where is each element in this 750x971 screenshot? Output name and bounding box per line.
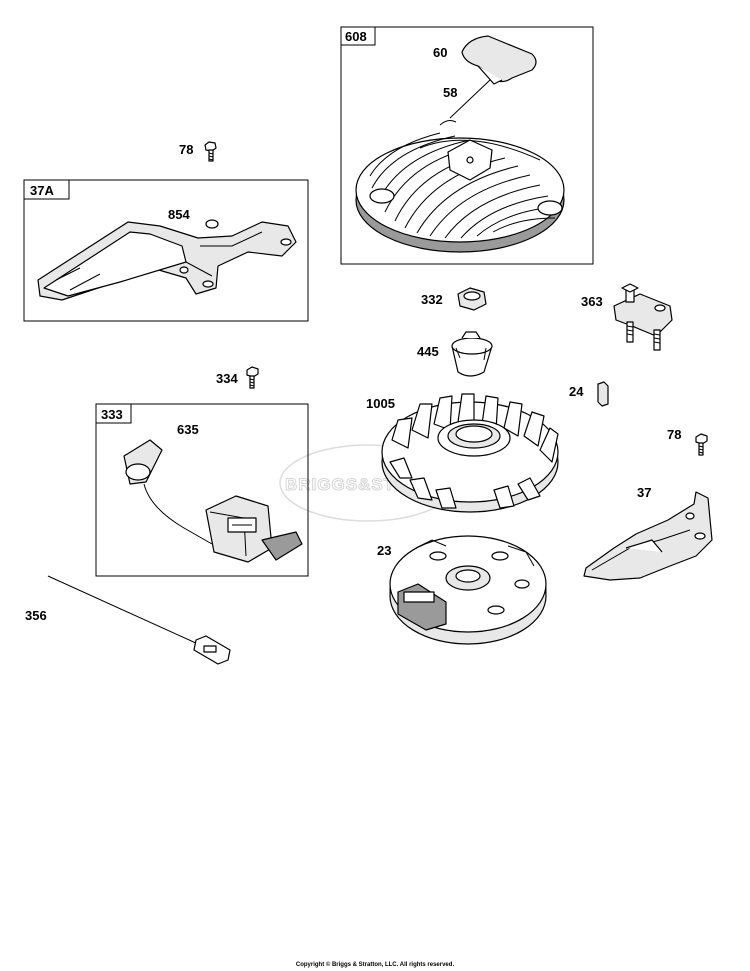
callout-334: 334 — [216, 371, 238, 386]
box-333-tag: 333 — [101, 407, 123, 422]
air-guide-part[interactable] — [37, 219, 297, 301]
callout-445: 445 — [417, 344, 439, 359]
callout-1005: 1005 — [366, 396, 395, 411]
screw-334-part[interactable] — [246, 366, 259, 389]
box-37a-tag: 37A — [30, 183, 54, 198]
armature-part[interactable] — [123, 439, 303, 563]
callout-854: 854 — [168, 207, 190, 222]
callout-60: 60 — [433, 45, 447, 60]
screw-78-right-part[interactable] — [695, 433, 708, 456]
callout-78-right: 78 — [667, 427, 681, 442]
box-333[interactable]: 333 — [95, 403, 309, 577]
box-608[interactable]: 608 — [340, 26, 594, 265]
air-guide-37-part[interactable] — [583, 491, 713, 581]
copyright-notice: Copyright © Briggs & Stratton, LLC. All … — [295, 962, 455, 968]
callout-24: 24 — [569, 384, 584, 399]
screw-78-top-part[interactable] — [204, 141, 217, 162]
flywheel-1005-part[interactable] — [381, 393, 559, 513]
callout-58: 58 — [443, 85, 457, 100]
callout-37: 37 — [637, 485, 651, 500]
starter-cup-445-part[interactable] — [451, 331, 493, 377]
flywheel-key-24-part[interactable] — [597, 381, 609, 407]
rewind-starter-part[interactable] — [355, 35, 565, 253]
box-608-tag: 608 — [345, 29, 367, 44]
flywheel-23-part[interactable] — [389, 535, 547, 645]
flywheel-nut-332-part[interactable] — [457, 287, 487, 311]
callout-23: 23 — [377, 543, 391, 558]
callout-78-top: 78 — [179, 142, 193, 157]
callout-363: 363 — [581, 294, 603, 309]
callout-332: 332 — [421, 292, 443, 307]
bracket-363-part[interactable] — [613, 283, 673, 351]
callout-356: 356 — [25, 608, 47, 623]
callout-635: 635 — [177, 422, 199, 437]
ground-wire-356-part[interactable] — [47, 575, 231, 665]
box-37a[interactable]: 37A — [23, 179, 309, 322]
